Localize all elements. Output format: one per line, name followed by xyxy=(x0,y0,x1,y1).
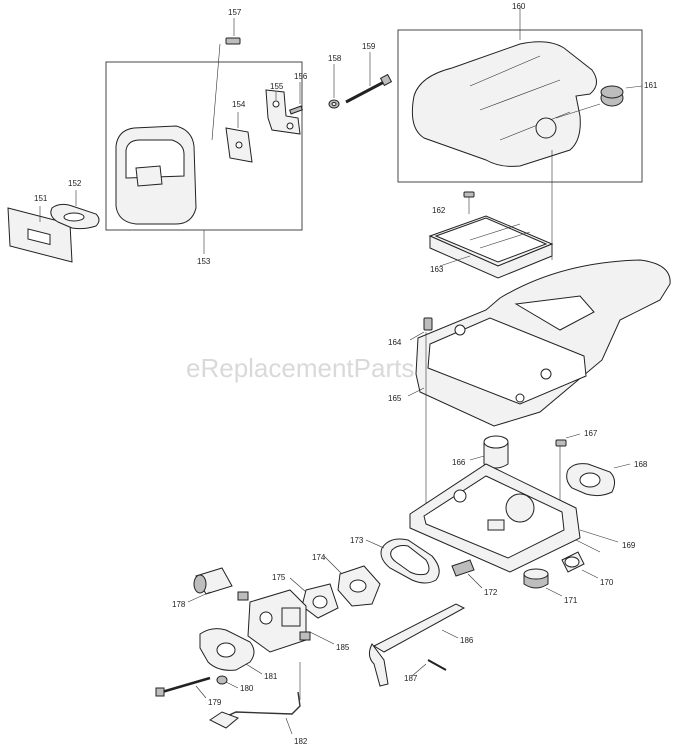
label-163: 163 xyxy=(430,265,444,274)
part-163-air-filter xyxy=(428,215,554,279)
part-165-air-box-housing xyxy=(415,259,671,427)
part-labels: 151 152 153 154 155 156 157 158 159 160 … xyxy=(34,2,658,746)
part-170-bushing xyxy=(561,539,601,579)
label-187: 187 xyxy=(404,674,418,683)
part-186-throttle-lever xyxy=(368,603,466,687)
label-166: 166 xyxy=(452,458,466,467)
label-162: 162 xyxy=(432,206,446,215)
part-153-muffler xyxy=(115,125,205,254)
part-166-rubber-mount xyxy=(469,435,509,530)
part-173-intake-gasket xyxy=(365,538,440,584)
label-185: 185 xyxy=(336,643,350,652)
label-160: 160 xyxy=(512,2,526,11)
label-151: 151 xyxy=(34,194,48,203)
label-172: 172 xyxy=(484,588,498,597)
part-181-adapter xyxy=(199,628,263,675)
part-159-long-bolt xyxy=(345,52,393,104)
label-171: 171 xyxy=(564,596,578,605)
part-185-carburetor xyxy=(237,589,335,653)
leader-165 xyxy=(407,387,425,397)
part-161-knob xyxy=(555,85,643,119)
part-169-base-plate xyxy=(409,463,619,573)
label-153: 153 xyxy=(197,257,211,266)
part-158-washer xyxy=(328,64,340,109)
label-178: 178 xyxy=(172,600,186,609)
part-182-throttle-rod xyxy=(209,662,301,735)
label-167: 167 xyxy=(584,429,598,438)
part-178-primer xyxy=(187,567,233,603)
part-152-gasket xyxy=(50,190,100,230)
part-179-bolt xyxy=(155,676,211,699)
part-151-muffler-plate xyxy=(7,206,73,263)
label-174: 174 xyxy=(312,553,326,562)
part-174-manifold xyxy=(323,555,381,607)
label-155: 155 xyxy=(270,82,284,91)
part-167-screw xyxy=(555,433,581,506)
part-180-washer xyxy=(216,675,239,689)
part-164-screw xyxy=(409,317,433,341)
label-186: 186 xyxy=(460,636,474,645)
part-162-screw xyxy=(463,191,475,214)
part-154-heat-plate xyxy=(225,112,253,163)
part-175-insulator xyxy=(289,577,339,619)
label-168: 168 xyxy=(634,460,648,469)
label-180: 180 xyxy=(240,684,254,693)
part-168-gasket xyxy=(566,463,631,497)
label-182: 182 xyxy=(294,737,308,746)
part-160-top-cover xyxy=(411,8,597,167)
label-157: 157 xyxy=(228,8,242,17)
label-173: 173 xyxy=(350,536,364,545)
label-159: 159 xyxy=(362,42,376,51)
label-170: 170 xyxy=(600,578,614,587)
part-155-bracket xyxy=(265,89,301,135)
label-152: 152 xyxy=(68,179,82,188)
label-169: 169 xyxy=(622,541,636,550)
part-172-block xyxy=(451,559,483,589)
label-158: 158 xyxy=(328,54,342,63)
part-171-rubber xyxy=(523,568,563,597)
part-187-pin xyxy=(411,659,447,677)
label-161: 161 xyxy=(644,81,658,90)
label-156: 156 xyxy=(294,72,308,81)
part-157-bolt xyxy=(211,18,241,141)
label-165: 165 xyxy=(388,394,402,403)
label-164: 164 xyxy=(388,338,402,347)
label-154: 154 xyxy=(232,100,246,109)
label-175: 175 xyxy=(272,573,286,582)
part-156-screw xyxy=(289,82,303,115)
label-181: 181 xyxy=(264,672,278,681)
label-179: 179 xyxy=(208,698,222,707)
